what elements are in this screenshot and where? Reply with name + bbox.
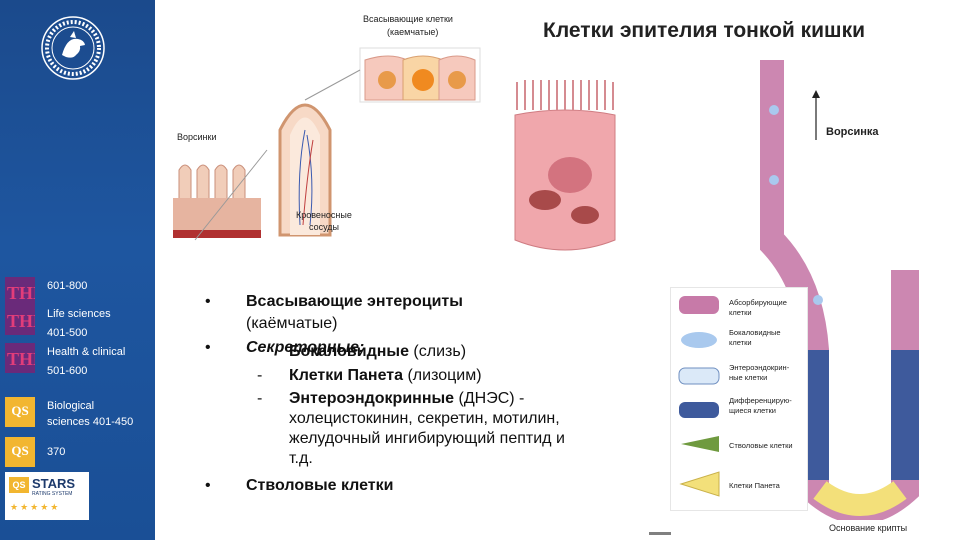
differentiating-swatch bbox=[679, 402, 719, 418]
absorbing-cells-label: Всасывающие клетки bbox=[363, 14, 453, 24]
legend-swatches bbox=[678, 296, 720, 497]
villus-figure bbox=[194, 69, 361, 241]
legend-item: Энтероэндокрин-ные клетки bbox=[729, 363, 790, 382]
bullet-text: Секреторные: bbox=[246, 339, 365, 356]
ranking-text: 501-600 bbox=[47, 365, 88, 377]
dash-mark: - bbox=[257, 390, 263, 407]
bullet-mark: • bbox=[205, 293, 211, 310]
ranking-text: 401-500 bbox=[47, 327, 88, 339]
the-icon: THE bbox=[5, 305, 35, 335]
goblet-swatch bbox=[681, 332, 717, 348]
stem-swatch bbox=[681, 436, 719, 452]
svg-text:THE: THE bbox=[7, 283, 35, 303]
stars-title: STARS bbox=[32, 476, 76, 491]
villi-label: Ворсинки bbox=[177, 132, 217, 142]
enterocyte-figure bbox=[514, 80, 616, 251]
star-icon: ★★★★★ bbox=[10, 502, 61, 512]
stars-subtitle: RATING SYSTEM bbox=[32, 491, 73, 497]
crypt-illustration bbox=[760, 60, 919, 520]
bullet-mark: • bbox=[205, 477, 211, 494]
bullet-text: Стволовые клетки bbox=[246, 477, 394, 494]
bullet-text: желудочный ингибирующий пептид и bbox=[289, 430, 565, 447]
the-icon: THE bbox=[5, 343, 35, 373]
slide-indicator bbox=[649, 532, 671, 535]
legend-item: Стволовые клетки bbox=[729, 441, 793, 450]
enteroendocrine-swatch bbox=[678, 367, 720, 385]
ranking-text: Biological bbox=[47, 400, 95, 412]
qs-stars-badge: QS STARS RATING SYSTEM ★★★★★ bbox=[5, 472, 89, 520]
ranking-text: Life sciences bbox=[47, 308, 111, 320]
bullet-text: холецистокинин, секретин, мотилин, bbox=[289, 410, 560, 427]
the-icon: THE bbox=[5, 277, 35, 307]
villus-label: Ворсинка bbox=[826, 126, 879, 138]
crypt-base-label: Основание крипты bbox=[829, 523, 908, 533]
absorbing-cells-sublabel: (каемчатые) bbox=[387, 27, 439, 37]
university-logo bbox=[41, 16, 105, 80]
qs-icon: QS bbox=[5, 397, 35, 427]
svg-text:THE: THE bbox=[7, 311, 35, 331]
vessels-label: сосуды bbox=[309, 222, 340, 232]
villi-figure bbox=[173, 164, 261, 238]
bullet-mark: • bbox=[205, 339, 211, 356]
vessels-label: Кровеносные bbox=[296, 210, 352, 220]
ranking-text: sciences 401-450 bbox=[47, 416, 134, 428]
dash-mark: - bbox=[257, 367, 263, 384]
legend-item: Дифференцирую-щиеся клетки bbox=[729, 396, 792, 415]
bullet-text: Всасывающие энтероциты bbox=[246, 293, 463, 310]
bullet-text: Клетки Панета (лизоцим) bbox=[289, 367, 482, 384]
legend-item: Клетки Панета bbox=[729, 481, 780, 490]
bullet-text: (каёмчатые) bbox=[246, 315, 338, 332]
bullet-text: Энтероэндокринные (ДНЭС) - bbox=[289, 390, 525, 407]
bullet-text: Бокаловидные (слизь) bbox=[289, 343, 467, 360]
qs-icon: QS bbox=[9, 477, 29, 493]
villus-illustration bbox=[173, 47, 616, 251]
ranking-text: 601-800 bbox=[47, 280, 88, 292]
qs-icon: QS bbox=[5, 437, 35, 467]
ranking-text: 370 bbox=[47, 446, 66, 458]
paneth-swatch bbox=[679, 471, 720, 497]
absorptive-swatch bbox=[679, 296, 719, 314]
absorbing-cells-figure bbox=[359, 47, 481, 103]
ranking-text: Health & clinical bbox=[47, 346, 126, 358]
bullet-text: т.д. bbox=[289, 450, 313, 467]
svg-text:THE: THE bbox=[7, 349, 35, 369]
page-title: Клетки эпителия тонкой кишки bbox=[543, 19, 865, 42]
sidebar: THE 601-800 THE Life sciences 401-500 TH… bbox=[0, 0, 155, 540]
